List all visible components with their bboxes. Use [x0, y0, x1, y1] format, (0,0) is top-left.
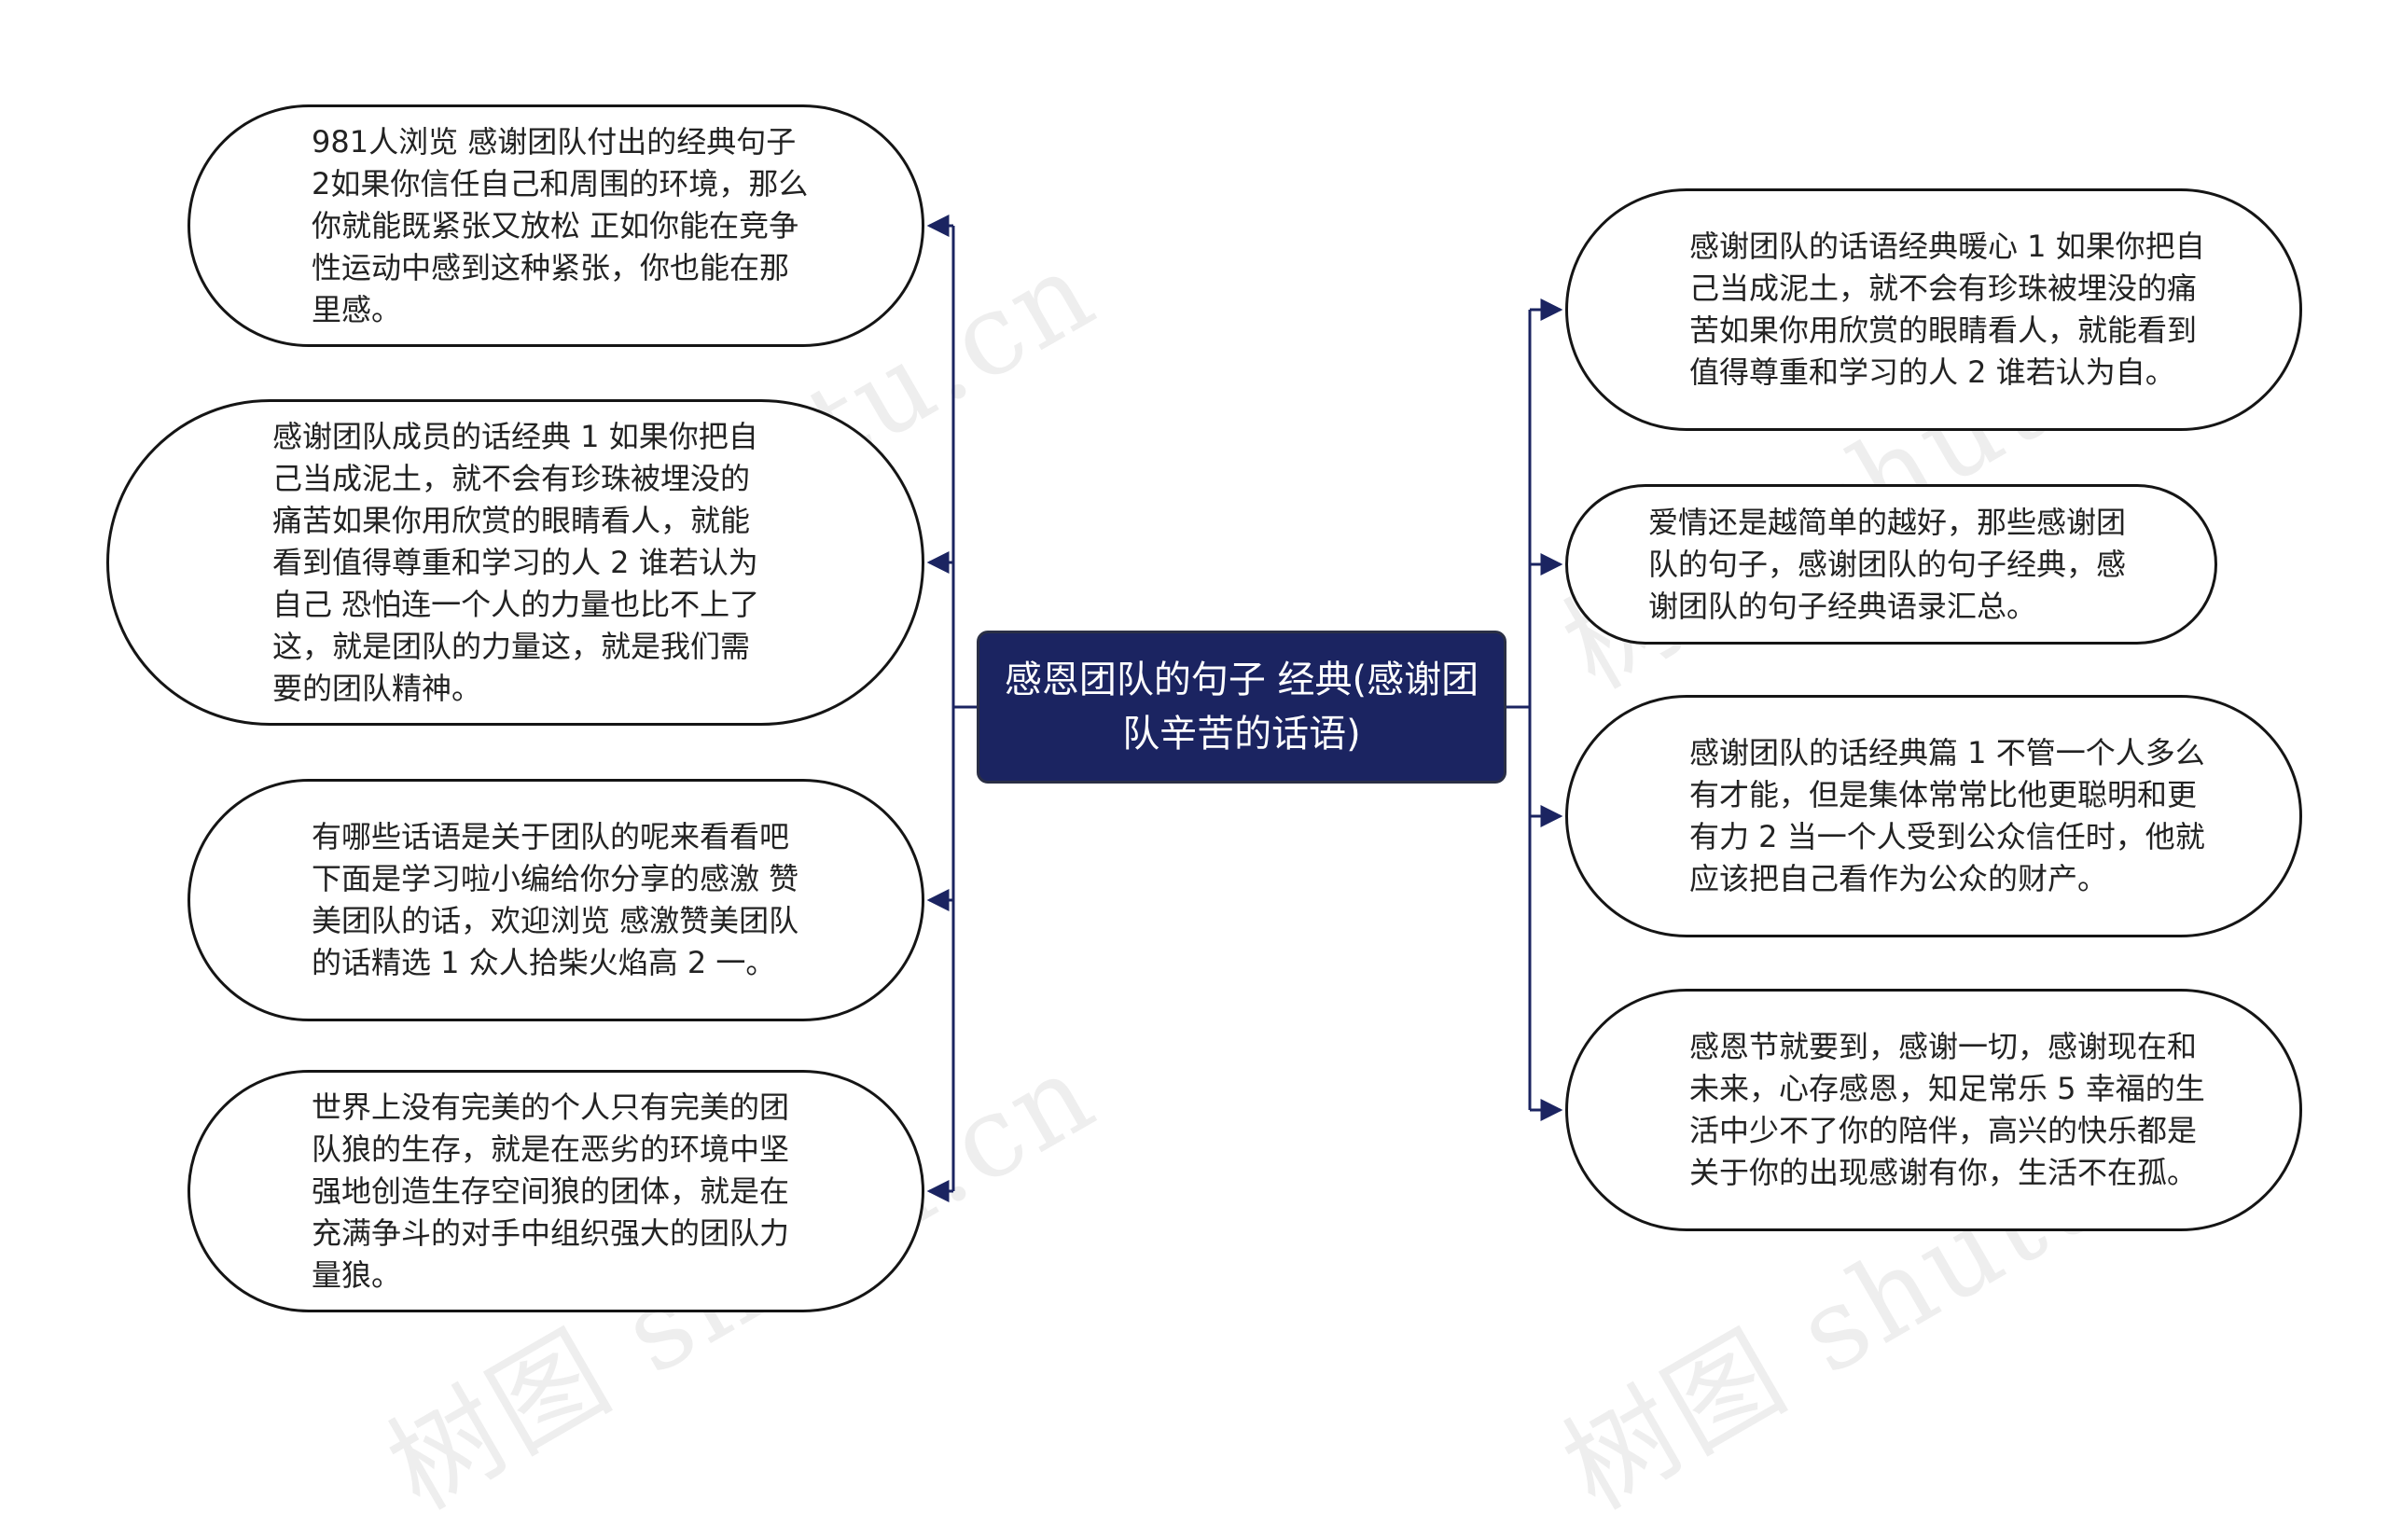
left-node-3[interactable]: 有哪些话语是关于团队的呢来看看吧下面是学习啦小编给你分享的感激 赞美团队的话，欢… [187, 779, 924, 1021]
left-connector [926, 215, 977, 1202]
connector-lines [926, 215, 1563, 1202]
node-text: 感谢团队的话语经典暖心 1 如果你把自己当成泥土，就不会有珍珠被埋没的痛苦如果你… [1689, 229, 2205, 390]
central-topic[interactable]: 感恩团队的句子 经典(感谢团队辛苦的话语) [977, 631, 1506, 784]
right-connector [1506, 298, 1563, 1121]
central-topic-text: 感恩团队的句子 经典(感谢团队辛苦的话语) [1004, 659, 1479, 756]
left-node-4[interactable]: 世界上没有完美的个人只有完美的团队狼的生存，就是在恶劣的环境中坚强地创造生存空间… [187, 1070, 924, 1312]
right-node-3[interactable]: 感谢团队的话经典篇 1 不管一个人多么有才能，但是集体常常比他更聪明和更有力 2… [1565, 695, 2302, 937]
node-text: 感恩节就要到，感谢一切，感谢现在和未来，心存感恩，知足常乐 5 幸福的生活中少不… [1689, 1029, 2205, 1190]
node-text: 爱情还是越简单的越好，那些感谢团队的句子，感谢团队的句子经典，感谢团队的句子经典… [1648, 504, 2127, 624]
left-node-2[interactable]: 感谢团队成员的话经典 1 如果你把自己当成泥土，就不会有珍珠被埋没的痛苦如果你用… [106, 399, 924, 726]
node-text: 感谢团队成员的话经典 1 如果你把自己当成泥土，就不会有珍珠被埋没的痛苦如果你用… [272, 418, 760, 706]
left-node-1[interactable]: 981人浏览 感谢团队付出的经典句子 2如果你信任自己和周围的环境，那么你就能既… [187, 104, 924, 347]
node-text: 世界上没有完美的个人只有完美的团队狼的生存，就是在恶劣的环境中坚强地创造生存空间… [312, 1089, 790, 1293]
node-text: 有哪些话语是关于团队的呢来看看吧下面是学习啦小编给你分享的感激 赞美团队的话，欢… [312, 819, 799, 980]
right-node-1[interactable]: 感谢团队的话语经典暖心 1 如果你把自己当成泥土，就不会有珍珠被埋没的痛苦如果你… [1565, 188, 2302, 431]
mind-map-canvas: 树图 shutu.cn 树图 shutu.cn 树图 shutu.cn 树图 s… [106, 104, 2302, 1534]
node-text: 感谢团队的话经典篇 1 不管一个人多么有才能，但是集体常常比他更聪明和更有力 2… [1689, 735, 2205, 896]
right-node-4[interactable]: 感恩节就要到，感谢一切，感谢现在和未来，心存感恩，知足常乐 5 幸福的生活中少不… [1565, 989, 2302, 1231]
node-text: 981人浏览 感谢团队付出的经典句子 2如果你信任自己和周围的环境，那么你就能既… [312, 123, 809, 327]
right-node-2[interactable]: 爱情还是越简单的越好，那些感谢团队的句子，感谢团队的句子经典，感谢团队的句子经典… [1565, 484, 2217, 645]
